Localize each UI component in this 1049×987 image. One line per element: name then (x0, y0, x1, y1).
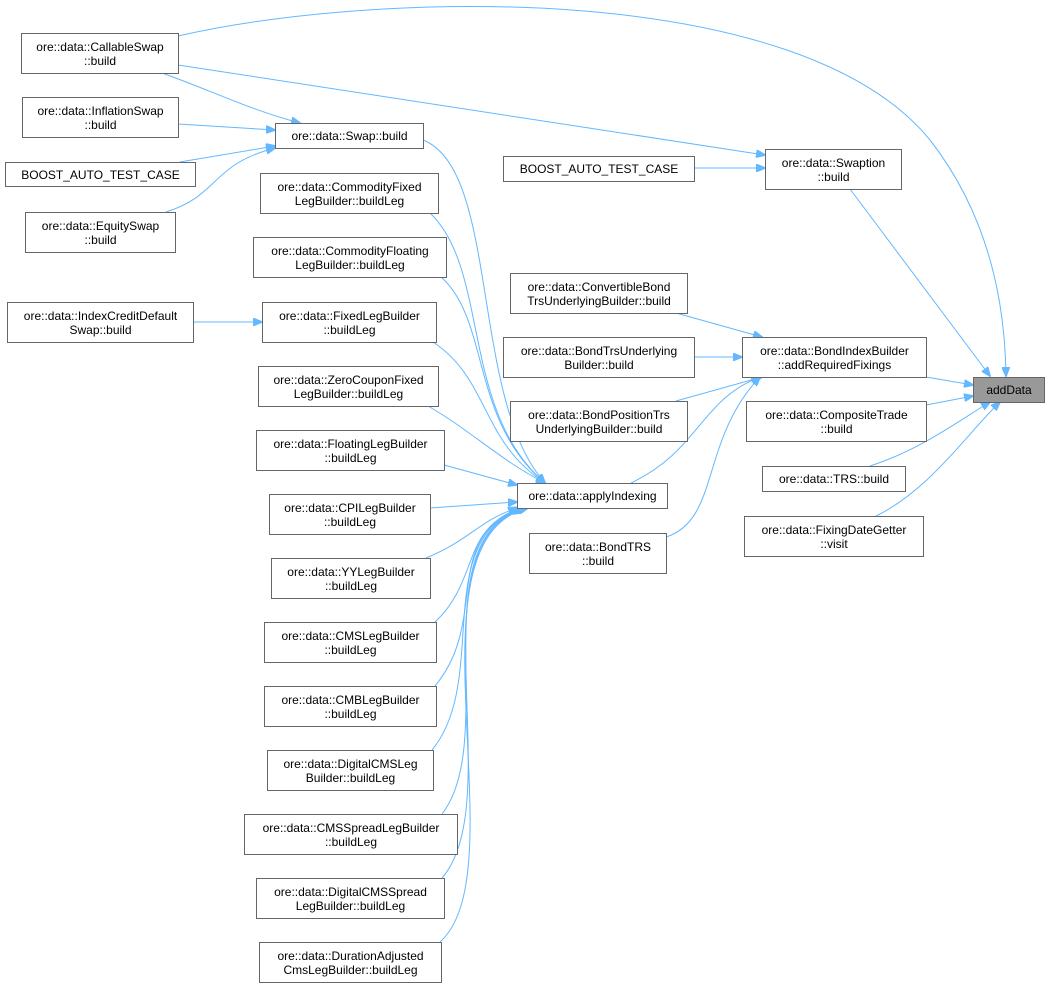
node-bond-index-builder[interactable]: ore::data::BondIndexBuilder::addRequired… (742, 337, 927, 378)
node-add-data-current: addData (973, 377, 1045, 403)
node-label: ::visit (820, 536, 848, 551)
node-label: ::build (83, 53, 117, 68)
node-label: ore::data::CPILegBuilder (284, 500, 416, 515)
node-label: ore::data::ZeroCouponFixed (273, 372, 424, 387)
node-label: ore::data::CMBLegBuilder (281, 692, 420, 707)
node-label: ::buildLeg (324, 834, 378, 849)
node-label: addData (986, 383, 1032, 397)
node-fixed-leg-builder[interactable]: ore::data::FixedLegBuilder::buildLeg (262, 302, 437, 343)
node-swap-build[interactable]: ore::data::Swap::build (275, 123, 424, 149)
node-label: ore::data::BondTRS (544, 539, 652, 554)
node-label: ore::data::CommodityFloating (271, 243, 429, 258)
node-swaption-build[interactable]: ore::data::Swaption::build (765, 149, 902, 190)
node-floating-leg-builder[interactable]: ore::data::FloatingLegBuilder::buildLeg (256, 430, 445, 471)
node-label: ore::data::DigitalCMSSpread (274, 884, 427, 899)
node-label: ::buildLeg (324, 706, 377, 721)
node-bond-trs-build[interactable]: ore::data::BondTRS::build (529, 533, 667, 574)
node-label: ::build (581, 553, 615, 568)
node-label: ore::data::BondPositionTrs (528, 407, 670, 422)
node-label: ore::data::ConvertibleBond (527, 279, 671, 294)
node-label: ore::data::EquitySwap (41, 218, 160, 233)
node-label: ore::data::CallableSwap (36, 39, 164, 54)
node-equity-swap-build[interactable]: ore::data::EquitySwap::build (25, 212, 176, 253)
node-label: ore::data::InflationSwap (37, 103, 164, 118)
edges (161, 6, 1006, 943)
node-label: ore::data::FloatingLegBuilder (273, 436, 428, 451)
node-yy-leg-builder[interactable]: ore::data::YYLegBuilder::buildLeg (271, 558, 431, 599)
node-cpi-leg-builder[interactable]: ore::data::CPILegBuilder::buildLeg (269, 494, 431, 535)
node-label: ore::data::CMSSpreadLegBuilder (262, 820, 440, 835)
node-label: LegBuilder::buildLeg (294, 193, 405, 208)
node-label: LegBuilder::buildLeg (295, 257, 405, 272)
node-cms-spread-leg-builder[interactable]: ore::data::CMSSpreadLegBuilder::buildLeg (244, 814, 458, 855)
node-label: ::buildLeg (324, 578, 378, 593)
node-label: ::buildLeg (324, 450, 377, 465)
node-label: Swap::build (69, 322, 132, 337)
node-boost-auto-test-case-2[interactable]: BOOST_AUTO_TEST_CASE (503, 156, 695, 182)
node-composite-trade[interactable]: ore::data::CompositeTrade::build (746, 401, 927, 442)
node-label: Builder::build (564, 357, 634, 372)
node-label: ::buildLeg (324, 642, 377, 657)
node-label: BOOST_AUTO_TEST_CASE (21, 167, 180, 182)
node-label: ore::data::BondTrsUnderlying (520, 343, 678, 358)
node-label: Builder::buildLeg (305, 770, 396, 785)
node-label: ore::data::CommodityFixed (277, 179, 422, 194)
node-label: ore::data::BondIndexBuilder (760, 343, 909, 358)
node-boost-auto-test-case-1[interactable]: BOOST_AUTO_TEST_CASE (5, 162, 196, 187)
node-label: ore::data::CMSLegBuilder (281, 628, 420, 643)
node-apply-indexing[interactable]: ore::data::applyIndexing (517, 483, 668, 509)
node-label: ::addRequiredFixings (777, 357, 892, 372)
node-label: TrsUnderlyingBuilder::build (527, 293, 671, 308)
node-label: BOOST_AUTO_TEST_CASE (519, 162, 679, 176)
node-label: ore::data::Swap::build (291, 129, 408, 143)
node-label: ::build (820, 421, 853, 436)
node-label: UnderlyingBuilder::build (535, 421, 663, 436)
node-label: ::build (84, 232, 117, 247)
node-label: ore::data::DigitalCMSLeg (283, 756, 418, 771)
node-callable-swap-build[interactable]: ore::data::CallableSwap::build (21, 33, 179, 74)
node-cmb-leg-builder[interactable]: ore::data::CMBLegBuilder::buildLeg (264, 686, 437, 727)
node-label: ::build (817, 169, 850, 184)
node-trs-build[interactable]: ore::data::TRS::build (762, 466, 906, 492)
node-label: ore::data::YYLegBuilder (287, 564, 415, 579)
node-cms-leg-builder[interactable]: ore::data::CMSLegBuilder::buildLeg (264, 622, 437, 663)
node-fixing-date-getter[interactable]: ore::data::FixingDateGetter::visit (744, 516, 924, 557)
node-label: LegBuilder::buildLeg (293, 386, 404, 401)
node-label: ore::data::FixingDateGetter (761, 522, 907, 537)
node-label: ::build (84, 117, 117, 132)
node-label: ore::data::applyIndexing (528, 489, 657, 503)
node-label: ore::data::DurationAdjusted (277, 948, 424, 963)
node-inflation-swap-build[interactable]: ore::data::InflationSwap::build (22, 97, 179, 138)
node-label: ore::data::CompositeTrade (765, 407, 908, 422)
node-label: CmsLegBuilder::buildLeg (283, 962, 418, 977)
node-label: ore::data::IndexCreditDefault (23, 308, 178, 323)
node-label: LegBuilder::buildLeg (295, 898, 406, 913)
node-label: ::buildLeg (323, 514, 377, 529)
node-label: ore::data::TRS::build (778, 472, 890, 486)
node-label: ore::data::Swaption (781, 155, 886, 170)
node-label: ::buildLeg (323, 322, 376, 337)
node-label: ore::data::FixedLegBuilder (279, 308, 420, 323)
